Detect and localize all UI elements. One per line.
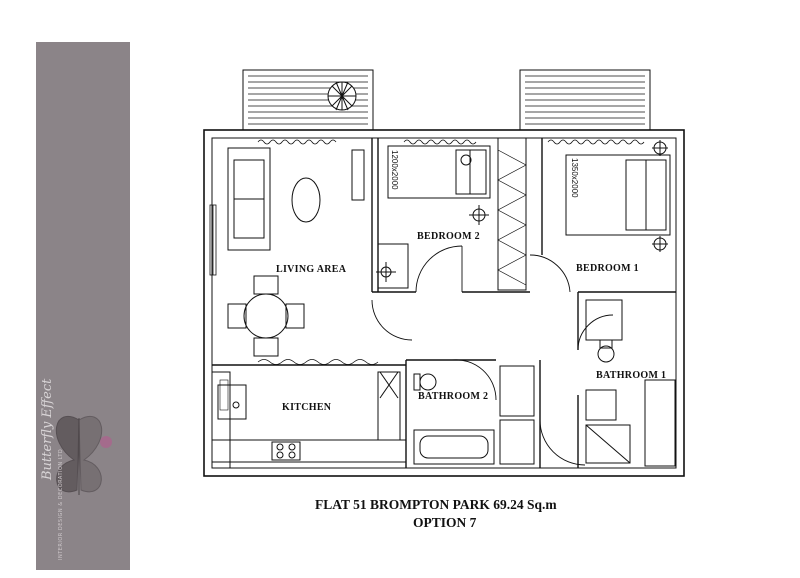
dim-bed-bedroom-1: 1350x2000 xyxy=(570,158,579,198)
outer-walls xyxy=(203,129,685,477)
plant-icon xyxy=(327,81,357,111)
balcony-right xyxy=(519,69,651,131)
label-bathroom-2: BATHROOM 2 xyxy=(418,391,488,402)
label-kitchen: KITCHEN xyxy=(282,402,332,413)
folding-partition xyxy=(257,359,379,365)
label-living-area: LIVING AREA xyxy=(276,264,347,275)
desk-chair xyxy=(376,243,409,289)
kitchen-units xyxy=(211,371,406,469)
plan-title: FLAT 51 BROMPTON PARK 69.24 Sq.m xyxy=(315,497,557,512)
bed-bedroom-2 xyxy=(387,145,491,225)
label-bedroom-1: BEDROOM 1 xyxy=(576,263,639,274)
bathroom-2-fixtures xyxy=(413,365,535,465)
bathroom-1-fixtures xyxy=(585,299,676,467)
bed-bedroom-1 xyxy=(565,140,671,252)
tv-unit xyxy=(351,149,365,201)
wardrobe xyxy=(497,137,527,291)
sofa xyxy=(227,147,271,251)
label-bathroom-1: BATHROOM 1 xyxy=(596,370,666,381)
windows xyxy=(209,139,645,276)
label-bedroom-2: BEDROOM 2 xyxy=(417,231,480,242)
internal-walls xyxy=(212,138,676,468)
dim-bed-bedroom-2: 1200x2000 xyxy=(390,150,399,190)
plan-option: OPTION 7 xyxy=(413,515,477,530)
coffee-table xyxy=(291,177,321,223)
dining-table xyxy=(227,275,305,357)
butterfly-logo-icon xyxy=(55,415,112,495)
doors xyxy=(371,245,614,466)
